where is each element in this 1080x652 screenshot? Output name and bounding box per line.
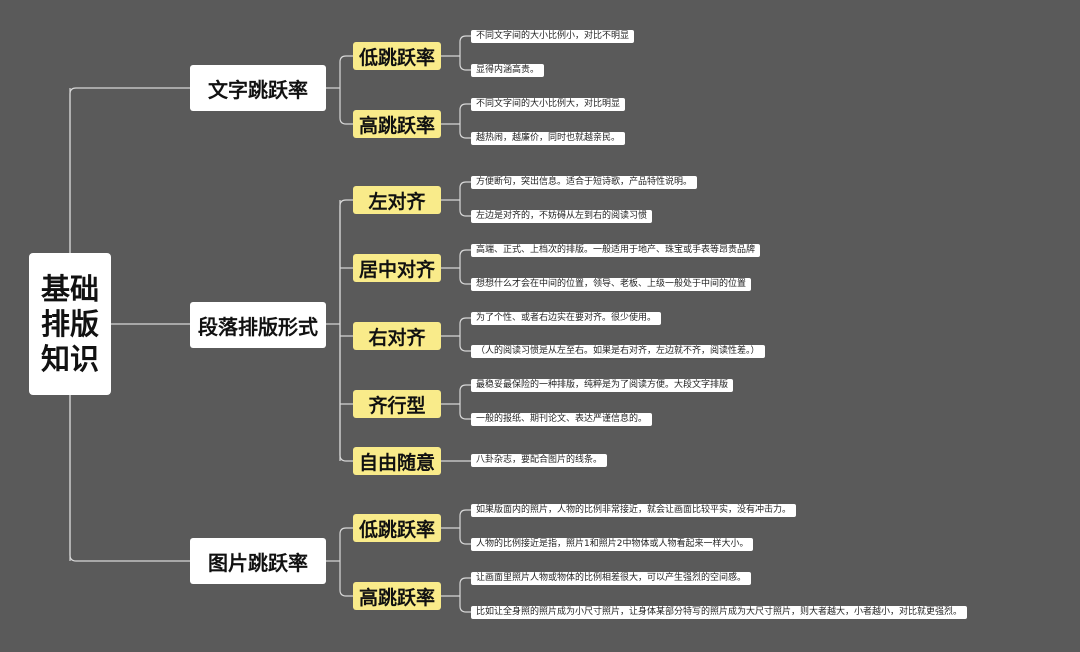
note-image-low-1[interactable]: 如果版面内的照片，人物的比例非常接近，就会让画面比较平实，没有冲击力。 <box>471 504 797 517</box>
topic-right-align[interactable]: 右对齐 <box>353 322 441 350</box>
topic-text-low-jump[interactable]: 低跳跃率 <box>353 42 441 70</box>
root-node[interactable]: 基础 排版 知识 <box>29 253 111 395</box>
leaf-spine-4 <box>459 334 471 352</box>
leaf-spine-2 <box>459 181 471 199</box>
topic-center-align[interactable]: 居中对齐 <box>353 254 441 282</box>
leaf-spine-1 <box>459 121 471 139</box>
note-image-low-2[interactable]: 人物的比例接近是指，照片1和照片2中物体或人物看起来一样大小。 <box>471 538 754 551</box>
leaf-spine-0 <box>459 53 471 71</box>
leaf-spine-5 <box>459 402 471 420</box>
branch-image-jump-rate[interactable]: 图片跳跃率 <box>190 538 326 584</box>
leaf-spine-2 <box>459 199 471 217</box>
note-text-high-2[interactable]: 越热闹，越廉价，同时也就越亲民。 <box>471 132 626 145</box>
leaf-spine-7 <box>459 595 471 613</box>
note-left-align-1[interactable]: 方便断句，突出信息。适合于短诗歌，产品特性说明。 <box>471 176 698 189</box>
leaf-spine-3 <box>459 249 471 267</box>
note-text-high-1[interactable]: 不同文字间的大小比例大，对比明显 <box>471 98 626 111</box>
leaf-spine-6 <box>459 509 471 527</box>
topic-image-low-jump[interactable]: 低跳跃率 <box>353 514 441 542</box>
note-text-low-2[interactable]: 显得内涵高贵。 <box>471 64 545 77</box>
paragraph-spine <box>339 330 353 462</box>
note-right-align-1[interactable]: 为了个性、或者右边实在要对齐。很少使用。 <box>471 312 662 325</box>
leaf-spine-4 <box>459 317 471 335</box>
note-center-align-1[interactable]: 高端、正式、上档次的排版。一般适用于地产、珠宝或手表等昂贵品牌 <box>471 244 761 257</box>
note-text-low-1[interactable]: 不同文字间的大小比例小，对比不明显 <box>471 30 635 43</box>
image-spine <box>339 562 353 597</box>
topic-image-high-jump[interactable]: 高跳跃率 <box>353 582 441 610</box>
topic-free-form[interactable]: 自由随意 <box>353 447 441 475</box>
note-justified-2[interactable]: 一般的报纸、期刊论文、表达严谨信息的。 <box>471 413 653 426</box>
leaf-spine-3 <box>459 267 471 285</box>
leaf-spine-7 <box>459 577 471 595</box>
leaf-spine-5 <box>459 384 471 402</box>
note-image-high-2[interactable]: 比如让全身照的照片成为小尺寸照片，让身体某部分特写的照片成为大尺寸照片，则大者越… <box>471 606 968 619</box>
topic-left-align[interactable]: 左对齐 <box>353 186 441 214</box>
leaf-spine-6 <box>459 527 471 545</box>
note-image-high-1[interactable]: 让画面里照片人物或物体的比例相差很大，可以产生强烈的空间感。 <box>471 572 752 585</box>
topic-justified[interactable]: 齐行型 <box>353 390 441 418</box>
note-center-align-2[interactable]: 想想什么才会在中间的位置，领导、老板、上级一般处于中间的位置 <box>471 278 752 291</box>
text-spine <box>339 90 353 125</box>
paragraph-spine <box>339 199 353 331</box>
leaf-spine-0 <box>459 35 471 53</box>
note-left-align-2[interactable]: 左边是对齐的，不妨碍从左到右的阅读习惯 <box>471 210 653 223</box>
text-spine <box>339 55 353 90</box>
leaf-spine-1 <box>459 103 471 121</box>
branch-paragraph-layout[interactable]: 段落排版形式 <box>190 302 326 348</box>
note-free-form-1[interactable]: 八卦杂志，要配合图片的线条。 <box>471 454 608 467</box>
note-right-align-2[interactable]: （人的阅读习惯是从左至右。如果是右对齐，左边就不齐，阅读性差。） <box>471 345 765 358</box>
branch-text-jump-rate[interactable]: 文字跳跃率 <box>190 65 326 111</box>
image-spine <box>339 527 353 562</box>
note-justified-1[interactable]: 最稳妥最保险的一种排版，纯粹是为了阅读方便。大段文字排版 <box>471 379 734 392</box>
topic-text-high-jump[interactable]: 高跳跃率 <box>353 110 441 138</box>
